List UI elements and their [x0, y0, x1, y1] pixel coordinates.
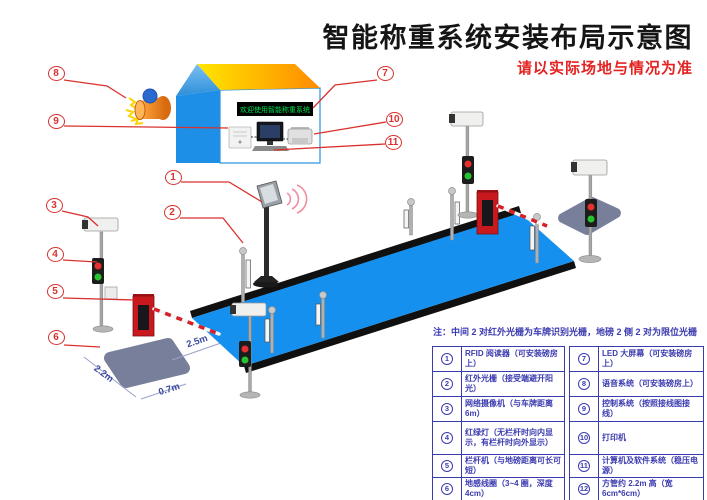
- legend-num: 5: [441, 460, 453, 472]
- legend-desc: 栏杆机（与地磅距离可长可短）: [461, 454, 565, 478]
- infrared-post: [529, 213, 541, 264]
- callout-leader-lines: [61, 79, 387, 348]
- network-camera-icon: [450, 111, 484, 127]
- legend-desc: 语音系统（可安装磅房上）: [598, 371, 704, 397]
- callout-5: 5: [46, 284, 64, 299]
- legend-desc: 地感线圈（3~4 圈，深度 4cm）: [461, 477, 565, 500]
- callout-6: 6: [47, 330, 65, 345]
- legend-desc: 控制系统（按照接线图接线）: [598, 396, 704, 422]
- legend-table-left: 1 RFID 阅读器（可安装磅房上） 2 红外光栅（接受端避开阳光） 3 网络摄…: [432, 346, 565, 500]
- infrared-post: [403, 198, 415, 236]
- dim-label-0-7m: 0.7m: [157, 381, 181, 398]
- platform-deck: [192, 213, 574, 366]
- computer: [252, 121, 289, 151]
- legend-num: 7: [578, 353, 590, 365]
- legend-desc: 方管约 2.2m 高（宽 6cm*6cm）: [598, 477, 704, 500]
- legend-num: 9: [578, 403, 590, 415]
- table-row: 7 LED 大屏幕（可安装磅房上）: [569, 346, 704, 372]
- platform-edge-top: [190, 206, 521, 318]
- infrared-post: [315, 291, 327, 339]
- legend-num: 4: [441, 432, 453, 444]
- legend-num: 8: [578, 378, 590, 390]
- infrared-post: [264, 306, 276, 354]
- legend-desc: LED 大屏幕（可安装磅房上）: [598, 346, 704, 372]
- table-row: 4 红绿灯（无栏杆时向内显示，有栏杆时向外显示）: [432, 421, 565, 455]
- table-row: 8 语音系统（可安装磅房上）: [569, 371, 704, 397]
- legend-desc: 网络摄像机（与车牌距离 6m）: [461, 396, 565, 422]
- weighbridge-platform: [190, 206, 576, 373]
- dim-line-0-7m: [140, 383, 187, 400]
- legend-table-right: 7 LED 大屏幕（可安装磅房上） 8 语音系统（可安装磅房上） 9 控制系统（…: [569, 346, 704, 500]
- infrared-post: [239, 247, 251, 303]
- callout-2: 2: [163, 205, 181, 220]
- printer: [287, 127, 313, 145]
- callout-4: 4: [46, 247, 64, 262]
- barrier-gate-entry: [132, 294, 221, 337]
- callout-1: 1: [164, 170, 182, 185]
- rfid-reader: [253, 180, 308, 288]
- network-camera-icon: [572, 159, 608, 176]
- table-row: 12 方管约 2.2m 高（宽 6cm*6cm）: [569, 477, 704, 500]
- camera-pole: [230, 302, 267, 399]
- callout-3: 3: [45, 198, 63, 213]
- network-camera-icon: [231, 302, 267, 317]
- legend-desc: 计算机及软件系统（稳压电源）: [598, 454, 704, 478]
- legend-num: 11: [578, 460, 590, 472]
- table-row: 9 控制系统（按照接线图接线）: [569, 396, 704, 422]
- loudspeaker-icon: [125, 88, 171, 126]
- led-display-text: 欢迎使用智能称重系统: [240, 105, 310, 114]
- dim-line-2-2m: [83, 356, 137, 398]
- table-row: 3 网络摄像机（与车牌距离 6m）: [432, 396, 565, 422]
- traffic-light-icon: [92, 258, 104, 284]
- camera-pole: [571, 159, 608, 263]
- table-row: 2 红外光栅（接受端避开阳光）: [432, 371, 565, 397]
- house-gable: [176, 64, 220, 96]
- legend-note: 注：中间 2 对红外光栅为车牌识别光栅，地磅 2 侧 2 对为限位光栅: [433, 327, 698, 337]
- table-row: 5 栏杆机（与地磅距离可长可短）: [432, 454, 565, 478]
- callout-9: 9: [47, 114, 65, 129]
- house-roof: [197, 64, 320, 90]
- rfid-waves-icon: [286, 184, 308, 214]
- callout-8: 8: [47, 66, 65, 81]
- weigh-house: 欢迎使用智能称重系统: [176, 64, 321, 164]
- camera-pole: [449, 111, 484, 219]
- led-display: 欢迎使用智能称重系统: [237, 102, 313, 116]
- callout-10: 10: [385, 112, 403, 127]
- legend-num: 3: [441, 403, 453, 415]
- table-row: 11 计算机及软件系统（稳压电源）: [569, 454, 704, 478]
- house-left-wall: [176, 90, 220, 163]
- table-row: 10 打印机: [569, 421, 704, 455]
- traffic-light-icon: [239, 341, 251, 367]
- barrier-arm: [152, 307, 221, 336]
- legend-desc: 红绿灯（无栏杆时向内显示，有栏杆时向外显示）: [461, 421, 565, 455]
- legend-num: 1: [441, 353, 453, 365]
- callout-7: 7: [376, 66, 394, 81]
- device-cables: [251, 136, 288, 140]
- legend-num: 2: [441, 378, 453, 390]
- network-camera-icon: [83, 217, 119, 232]
- legend-num: 10: [578, 432, 590, 444]
- legend-desc: 红外光栅（接受端避开阳光）: [461, 371, 565, 397]
- callout-11: 11: [384, 135, 402, 150]
- legend-desc: RFID 阅读器（可安装磅房上）: [461, 346, 565, 372]
- barrier-gate-exit: [476, 190, 549, 235]
- traffic-light-icon: [462, 156, 474, 184]
- table-row: 1 RFID 阅读器（可安装磅房上）: [432, 346, 565, 372]
- legend-num: 12: [578, 483, 590, 495]
- legend-num: 6: [441, 483, 453, 495]
- dim-label-2-5m: 2.5m: [185, 333, 209, 350]
- control-box: [228, 126, 252, 149]
- platform-edge-bottom: [244, 261, 576, 373]
- table-row: 6 地感线圈（3~4 圈，深度 4cm）: [432, 477, 565, 500]
- legend-table: 1 RFID 阅读器（可安装磅房上） 2 红外光栅（接受端避开阳光） 3 网络摄…: [432, 346, 704, 500]
- ground-loop-mat-entry: [104, 338, 190, 388]
- page-title: 智能称重系统安装布局示意图: [322, 23, 693, 53]
- page-subtitle: 请以实际场地与情况为准: [516, 60, 693, 77]
- legend-desc: 打印机: [598, 421, 704, 455]
- camera-pole: [82, 217, 119, 333]
- traffic-light-icon: [585, 199, 597, 227]
